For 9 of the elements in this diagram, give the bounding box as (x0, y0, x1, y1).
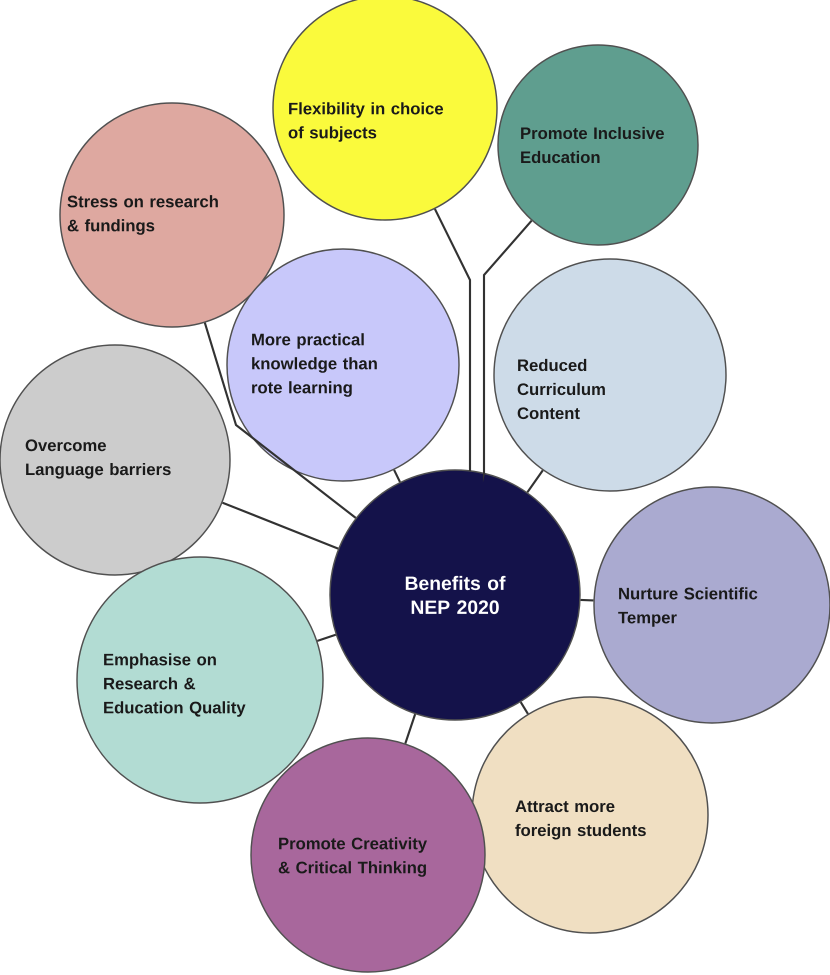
connector-line (526, 470, 544, 493)
connector-line (404, 714, 416, 744)
connector-line (580, 598, 594, 602)
connector-line (520, 702, 529, 714)
connector-line (317, 634, 336, 642)
connector-line (222, 502, 339, 550)
connector-line (434, 208, 472, 472)
connector-line (393, 469, 401, 482)
connector-line (204, 322, 356, 519)
